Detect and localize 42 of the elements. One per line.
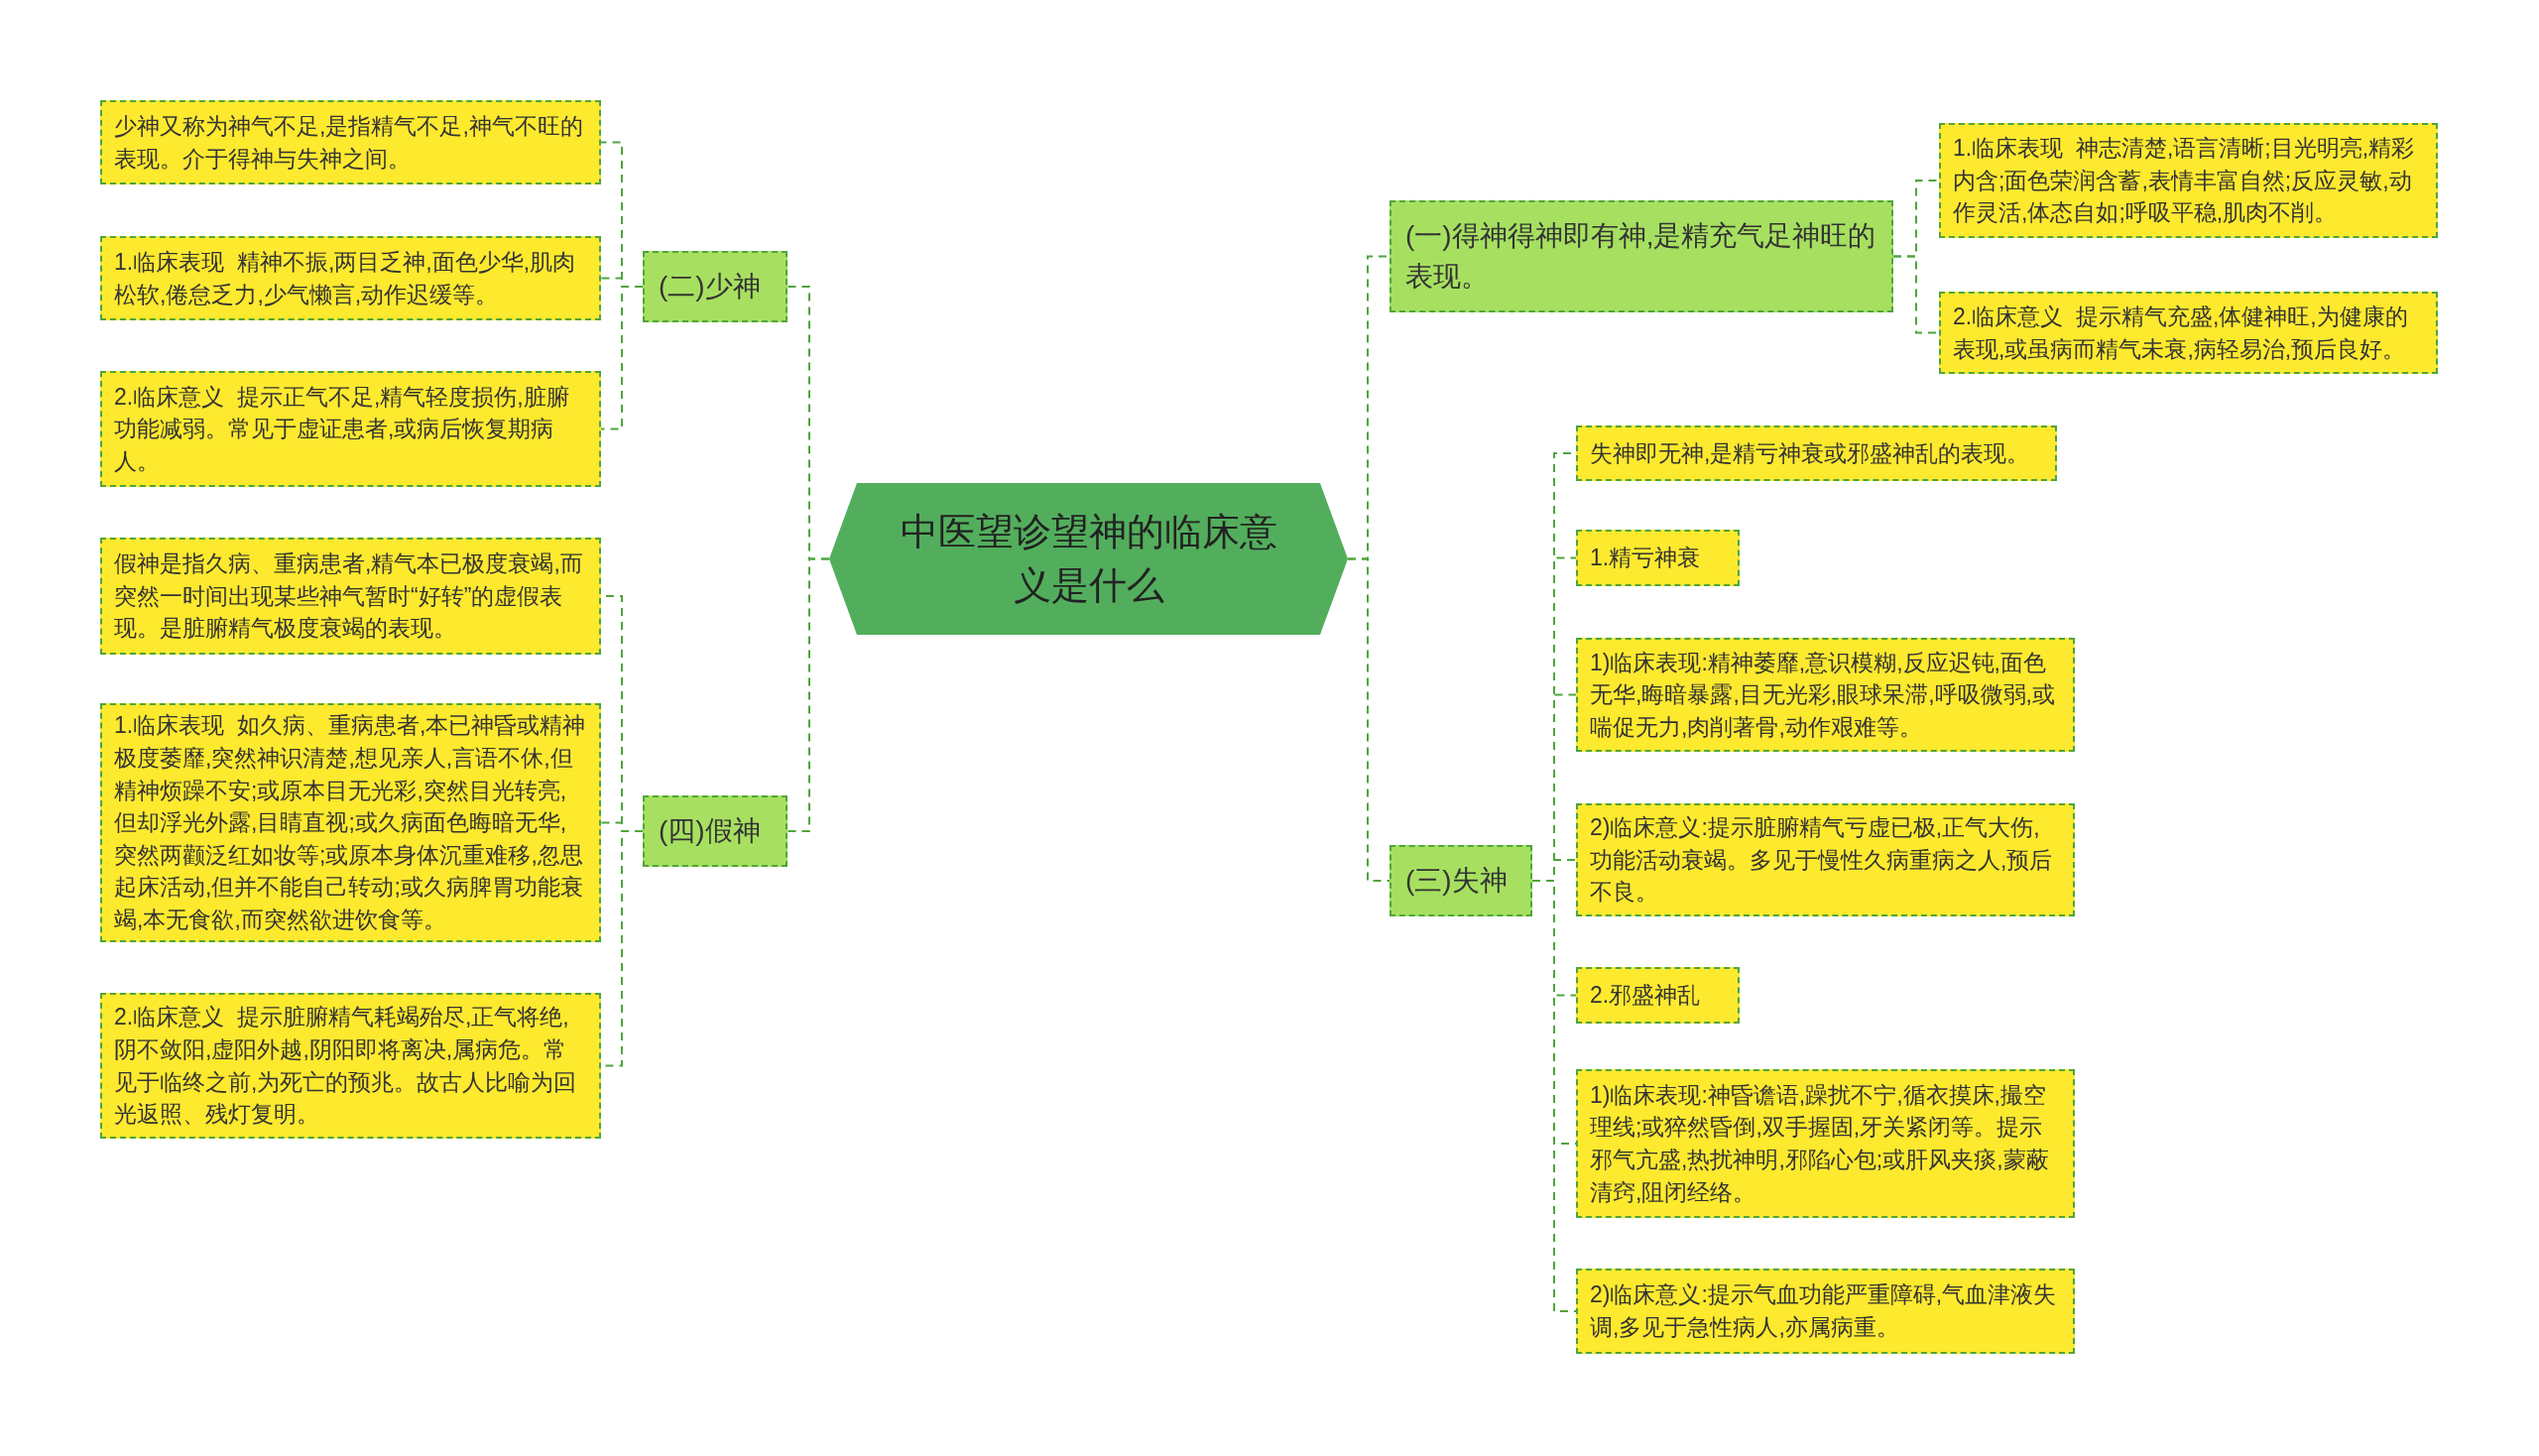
subtopic-card [100, 993, 601, 1139]
topic-text: 2.临床意义 提示正气不足,精气轻度损伤,脏腑功能减弱。常见于虚证患者,或病后恢复期病人。 [114, 382, 570, 476]
topic-text: 1)临床表现:精神萎靡,意识模糊,反应迟钝,面色无华,晦暗暴露,目无光彩,眼球呆滞,呼吸微弱,或喘促无力,肉削著骨,动作艰难等。 [1590, 648, 2056, 742]
topic-text: 失神即无神,是精亏神衰或邪盛神乱的表现。 [1590, 438, 2030, 468]
topic-text: (二)少神 [659, 269, 761, 303]
topic-text: 2)临床意义:提示气血功能严重障碍,气血津液失调,多见于急性病人,亦属病重。 [1590, 1280, 2058, 1342]
subtopic-card [1576, 530, 1740, 586]
subtopic-card [100, 236, 601, 320]
subtopic-card [100, 538, 601, 655]
topic-text: 1.临床表现 神志清楚,语言清晰;目光明亮,精彩内含;面色荣润含蓄,表情丰富自然;反应灵敏,动作灵活,体态自如;呼吸平稳,肌肉不削。 [1953, 134, 2416, 228]
topic-text: (一)得神得神即有神,是精充气足神旺的表现。 [1405, 218, 1877, 294]
connector-line [1347, 557, 1390, 882]
subtopic-card [1576, 967, 1740, 1024]
branch-topic [1390, 200, 1893, 312]
topic-text: 假神是指久病、重病患者,精气本已极度衰竭,而突然一时间出现某些神气暂时“好转”的虚假表现。是脏腑精气极度衰竭的表现。 [114, 549, 584, 644]
subtopic-card [1576, 803, 2075, 916]
subtopic-card [1939, 123, 2438, 238]
branch-topic [643, 251, 787, 322]
branch-topic [643, 795, 787, 867]
subtopic-card [1939, 292, 2438, 374]
topic-text: 1.精亏神衰 [1590, 544, 1701, 573]
subtopic-card [1576, 1069, 2075, 1218]
topic-text: (四)假神 [659, 813, 761, 848]
topic-text: 1.临床表现 精神不振,两目乏神,面色少华,肌肉松软,倦怠乏力,少气懒言,动作迟缓等。 [114, 247, 577, 309]
subtopic-card [1576, 425, 2057, 481]
topic-text: 少神又称为神气不足,是指精气不足,神气不旺的表现。介于得神与失神之间。 [114, 111, 584, 174]
connector-line [600, 286, 644, 430]
branch-topic [1390, 845, 1532, 916]
topic-text: (三)失神 [1405, 863, 1508, 898]
topic-text: 1.临床表现 如久病、重病患者,本已神昏或精神极度萎靡,突然神识清楚,想见亲人,言语不休,但精神烦躁不安;或原本目无光彩,突然目光转亮,但却浮光外露,目睛直视;或久病面色晦暗无华,突然两颧泛红如妆等;或原本身体沉重难移,忽思起床活动,但并不能自己转动;或久病脾胃功能衰竭,本无食欲,而突然欲进饮食等。 [114, 711, 587, 935]
subtopic-card [100, 371, 601, 487]
topic-text: 2.临床意义 提示脏腑精气耗竭殆尽,正气将绝,阴不敛阳,虚阳外越,阴阳即将离决,属病危。常见于临终之前,为死亡的预兆。故古人比喻为回光返照、残灯复明。 [114, 1003, 578, 1130]
topic-title: 中医望诊望神的临床意义是什么 [899, 510, 1278, 608]
subtopic-card [100, 100, 601, 184]
topic-text: 2.临床意义 提示精气充盛,体健神旺,为健康的表现,或虽病而精气未衰,病轻易治,预后良好。 [1953, 302, 2409, 364]
connector-line [786, 557, 830, 832]
subtopic-card [1576, 1269, 2075, 1354]
topic-text: 1)临床表现:神昏谵语,躁扰不宁,循衣摸床,撮空理线;或猝然昏倒,双手握固,牙关紧闭等。提示邪气亢盛,热扰神明,邪陷心包;或肝风夹痰,蒙蔽清窍,阻闭经络。 [1590, 1080, 2050, 1207]
topic-text: 2.邪盛神乱 [1590, 981, 1701, 1011]
root-topic [829, 483, 1348, 635]
subtopic-card [1576, 638, 2075, 752]
topic-text: 2)临床意义:提示脏腑精气亏虚已极,正气大伤,功能活动衰竭。多见于慢性久病重病之人,预后不良。 [1590, 813, 2054, 908]
